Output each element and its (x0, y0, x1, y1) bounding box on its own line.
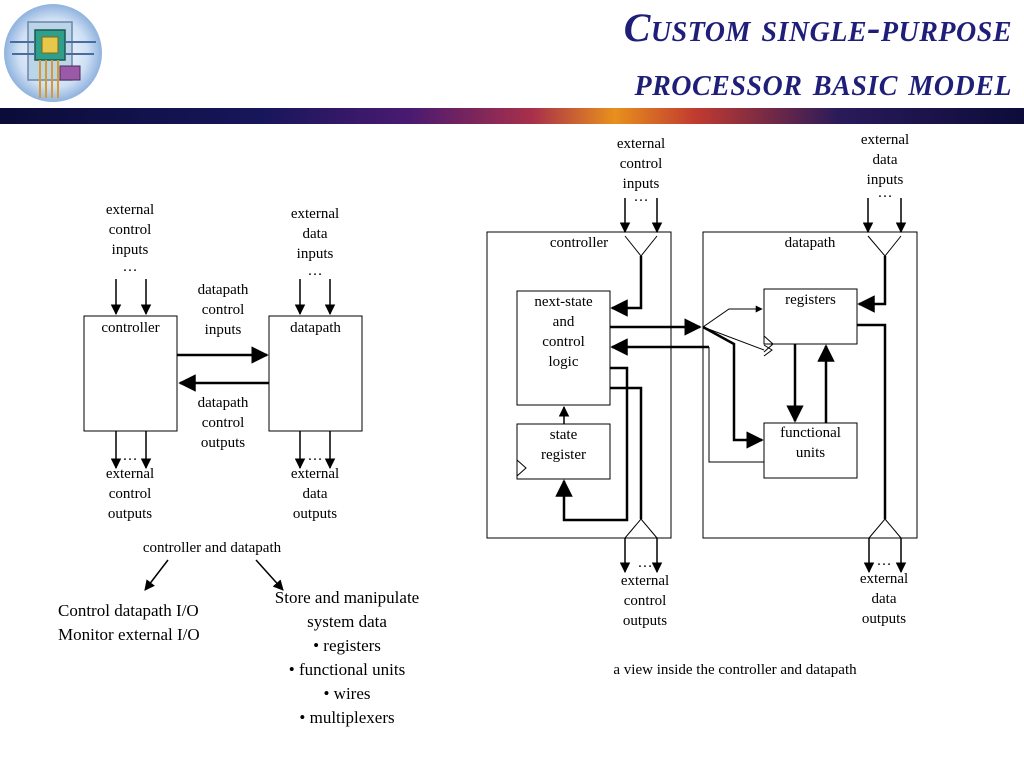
left-ext-control-inputs-label: external control inputs … (90, 200, 170, 275)
label-line: … (122, 259, 138, 275)
right-diagram (486, 198, 918, 574)
label-line: data (872, 152, 898, 168)
right-controller-box (486, 231, 672, 539)
right-ext-control-inputs-label: external control inputs … (601, 134, 681, 205)
label-line: inputs (204, 322, 242, 338)
state-register-label: state register (517, 425, 610, 465)
label-line: outputs (622, 613, 668, 629)
registers-box (763, 288, 858, 345)
label-line: inputs (111, 242, 149, 258)
functional-units-label: functional units (764, 423, 857, 463)
label-line: external (105, 466, 155, 482)
role-line: • functional units (288, 660, 406, 679)
title-divider-bar (0, 108, 1024, 124)
label-line: outputs (861, 611, 907, 627)
registers-label: registers (785, 292, 836, 308)
left-diagram-caption: controller and datapath (142, 540, 282, 556)
left-datapath-box (268, 315, 363, 432)
label-line: … (877, 185, 893, 201)
label-line: outputs (107, 506, 153, 522)
label-line: inputs (296, 246, 334, 262)
label-line: control (542, 334, 585, 350)
label-line: external (616, 136, 666, 152)
right-diagram-caption: a view inside the controller and datapat… (613, 662, 857, 678)
label-line: data (871, 591, 897, 607)
label-line: … (307, 263, 323, 279)
next-state-logic-box (516, 290, 611, 406)
title-line-1: Custom single-purpose (623, 5, 1012, 50)
datapath-role-text: Store and manipulate system data • regis… (240, 586, 454, 730)
label-line: units (795, 445, 826, 461)
functional-units-box (763, 422, 858, 479)
label-line: external (620, 573, 670, 589)
label-line: external (290, 206, 340, 222)
label-line: … (633, 189, 649, 205)
label-line: register (541, 447, 586, 463)
left-controller-label: controller (101, 320, 160, 336)
next-state-logic-label: next-state and control logic (517, 292, 610, 372)
right-datapath-box (702, 231, 918, 539)
label-line: datapath (197, 395, 249, 411)
label-line: control (108, 222, 152, 238)
role-line: • multiplexers (299, 708, 395, 727)
left-ext-control-outputs-label: … external control outputs (90, 448, 170, 524)
label-line: external (105, 202, 155, 218)
label-line: data (302, 486, 328, 502)
label-line: inputs (866, 172, 904, 188)
label-line: inputs (622, 176, 660, 192)
label-line: state (549, 427, 578, 443)
label-line: next-state (534, 294, 593, 310)
right-ext-data-outputs-label: … external data outputs (844, 553, 924, 629)
label-line: and (552, 314, 575, 330)
label-line: outputs (292, 506, 338, 522)
label-line: … (122, 448, 138, 464)
label-line: datapath (197, 282, 249, 298)
label-line: outputs (200, 435, 246, 451)
left-dp-control-outputs-label: datapath control outputs (183, 393, 263, 453)
left-dp-control-inputs-label: datapath control inputs (183, 280, 263, 340)
title-line-2: processor basic model (634, 59, 1012, 104)
label-line: control (201, 302, 245, 318)
label-line: … (637, 555, 653, 571)
processor-chip-logo-icon (4, 4, 102, 102)
role-line: • registers (313, 636, 381, 655)
left-controller-box (83, 315, 178, 432)
right-datapath-label: datapath (784, 235, 836, 251)
left-ext-data-outputs-label: … external data outputs (275, 448, 355, 524)
label-line: external (860, 132, 910, 148)
label-line: control (108, 486, 152, 502)
role-line: Control datapath I/O (58, 601, 199, 620)
right-controller-label: controller (549, 235, 609, 251)
label-line: control (619, 156, 663, 172)
left-datapath-label: datapath (290, 320, 341, 336)
role-line: Monitor external I/O (58, 625, 200, 644)
label-line: external (290, 466, 340, 482)
label-line: functional (780, 425, 841, 441)
label-line: control (201, 415, 245, 431)
controller-role-text: Control datapath I/O Monitor external I/… (58, 599, 200, 647)
right-ext-data-inputs-label: external data inputs … (845, 130, 925, 201)
role-line: system data (307, 612, 387, 631)
label-line: control (623, 593, 667, 609)
label-line: … (876, 553, 892, 569)
label-line: … (307, 448, 323, 464)
right-ext-control-outputs-label: … external control outputs (605, 555, 685, 631)
role-line: Store and manipulate (274, 588, 420, 607)
role-line: • wires (323, 684, 371, 703)
label-line: external (859, 571, 909, 587)
left-diagram (83, 279, 363, 591)
left-ext-data-inputs-label: external data inputs … (275, 204, 355, 279)
label-line: data (302, 226, 328, 242)
label-line: logic (548, 354, 579, 370)
